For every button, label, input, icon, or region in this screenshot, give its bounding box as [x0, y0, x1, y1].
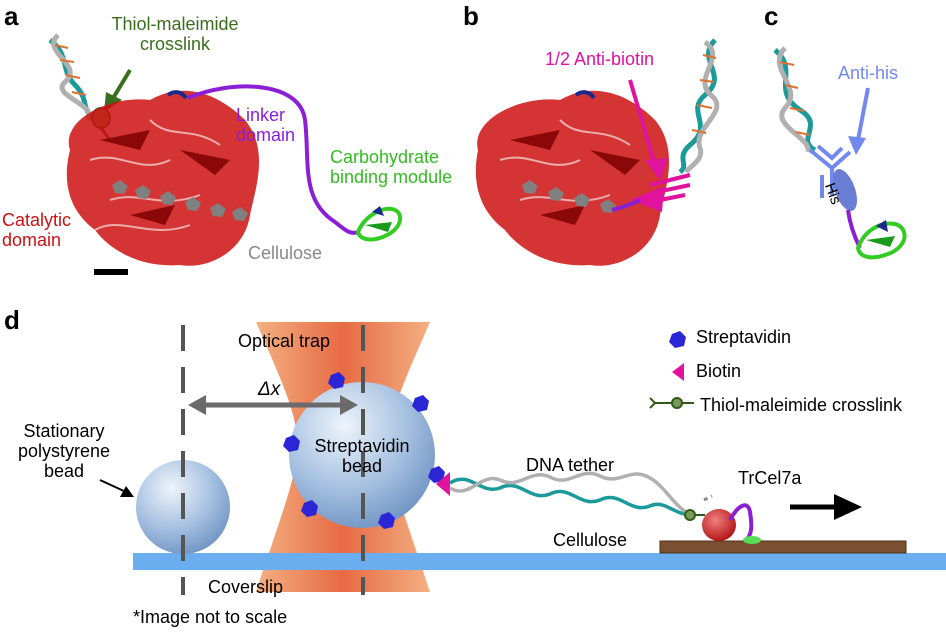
crosslink-label-a: Thiol-maleimide crosslink — [111, 14, 239, 54]
anti-biotin-arrowhead — [645, 158, 668, 180]
legend-icons — [649, 331, 694, 409]
coverslip — [133, 553, 946, 570]
scale-bar — [94, 269, 128, 275]
streptavidin-icon — [412, 395, 429, 412]
streptavidin-icon — [328, 372, 345, 389]
crosslink-icon — [649, 397, 694, 409]
dna-helix-a — [48, 33, 97, 122]
panel-label-d: d — [4, 305, 20, 335]
dna-tether — [449, 471, 691, 516]
not-to-scale-footnote: *Image not to scale — [133, 607, 288, 627]
dna-helix-c — [773, 46, 817, 153]
panel-label-b: b — [463, 1, 479, 31]
delta-x-arrow — [188, 395, 358, 415]
coverslip-label: Coverslip — [208, 577, 284, 597]
panel-a — [48, 33, 403, 275]
panel-label-c: c — [764, 1, 779, 31]
cbm-a — [355, 206, 403, 242]
trcel7a-label: TrCel7a — [738, 468, 802, 488]
trcel7a-enzyme — [702, 509, 736, 541]
panel-label-a: a — [4, 1, 19, 31]
linker-domain-label: Linker domain — [236, 105, 296, 145]
panel-d — [99, 322, 946, 595]
stationary-bead-label: Stationary polystyrene bead — [17, 421, 111, 481]
anti-his-label: Anti-his — [838, 63, 899, 83]
optical-trap-label: Optical trap — [238, 331, 331, 351]
direction-arrow — [790, 494, 862, 520]
linker-domain-a — [187, 84, 359, 235]
streptavidin-icon — [378, 512, 395, 529]
dna-tether-label: DNA tether — [526, 455, 615, 475]
streptavidin-bead-label: Streptavidin bead — [314, 436, 410, 476]
cellulose-label-d: Cellulose — [553, 530, 628, 550]
stationary-pointer-arrow — [99, 479, 134, 497]
crosslink-arrow — [110, 68, 132, 102]
catalytic-domain-label: Catalytic domain — [2, 210, 72, 250]
cbm-label: Carbohydrate binding module — [330, 147, 453, 187]
legend-crosslink: Thiol-maleimide crosslink — [700, 395, 903, 415]
streptavidin-markers — [283, 372, 445, 529]
streptavidin-icon — [301, 500, 318, 517]
his-tag — [832, 169, 858, 211]
trcel7a-cbm — [743, 536, 761, 544]
catalytic-domain-a — [66, 90, 260, 266]
streptavidin-icon — [428, 466, 445, 483]
anti-biotin-label: 1/2 Anti-biotin — [545, 49, 655, 69]
streptavidin-icon — [283, 435, 300, 452]
panel-b — [475, 38, 720, 266]
legend-biotin: Biotin — [696, 361, 742, 381]
panel-c — [773, 46, 907, 260]
cellulose-chain-a — [112, 180, 248, 221]
legend-streptavidin: Streptavidin — [696, 327, 792, 347]
cellulose-label-a: Cellulose — [248, 243, 323, 263]
anti-his-antibody — [808, 144, 852, 198]
biotin-wedge-d — [436, 472, 450, 496]
streptavidin-icon — [669, 331, 686, 348]
cbm-c — [855, 220, 907, 260]
trcel7a-linker — [728, 503, 754, 540]
catalytic-domain-b — [475, 90, 670, 266]
delta-x-label: Δx — [258, 379, 281, 400]
cellulose-substrate — [659, 540, 907, 554]
biotin-wedge-b — [630, 186, 664, 212]
biotin-icon — [672, 363, 684, 381]
dna-helix-b — [678, 38, 720, 175]
